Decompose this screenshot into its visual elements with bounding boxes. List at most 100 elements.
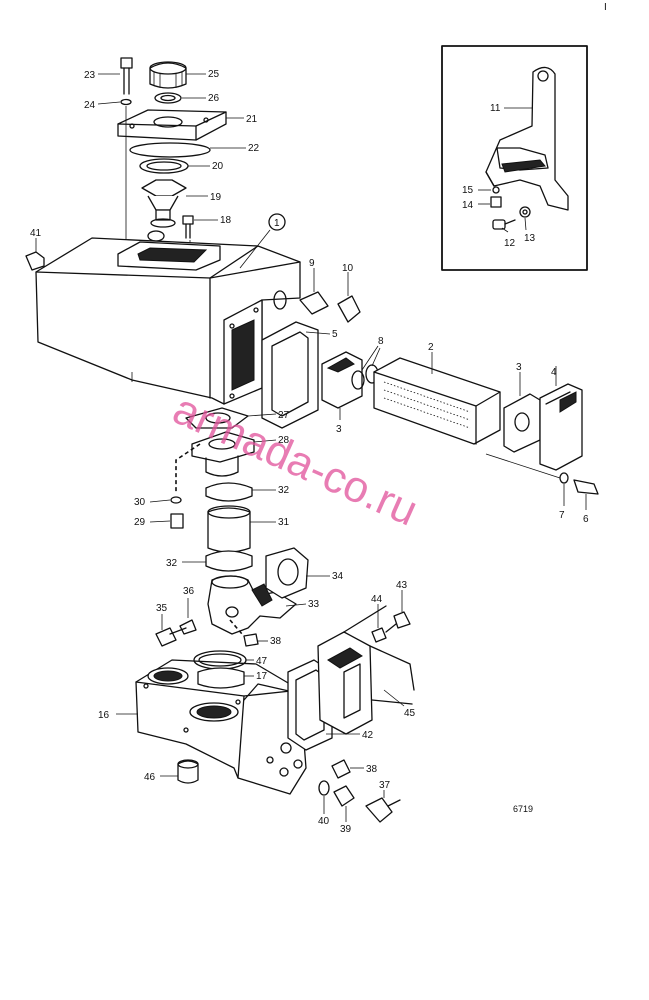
callout-9: 9 (309, 258, 315, 269)
flange-28 (191, 431, 255, 463)
plug-39 (333, 785, 355, 807)
callout-3b: 3 (516, 362, 522, 373)
callout-21: 21 (246, 114, 258, 125)
callout-35: 35 (156, 603, 168, 614)
callout-13: 13 (524, 233, 536, 244)
flange-45 (317, 631, 373, 735)
cooler-assembly: 9 10 5 3 8 2 3 (261, 258, 599, 525)
o-ring-22 (129, 142, 211, 158)
gasket-5 (261, 321, 319, 429)
callout-31: 31 (278, 517, 290, 528)
washer-15 (492, 186, 500, 194)
bolt-6 (573, 479, 599, 495)
callout-41: 41 (30, 228, 42, 239)
hose-31 (207, 507, 251, 553)
bolt-35 (155, 627, 177, 647)
plug-19b (147, 230, 165, 242)
callout-10: 10 (342, 263, 354, 274)
callout-4: 4 (551, 367, 557, 378)
callout-40: 40 (318, 816, 330, 827)
callout-17: 17 (256, 671, 268, 682)
washer-7 (559, 472, 569, 484)
callout-15: 15 (462, 185, 474, 196)
bolt-12 (492, 219, 506, 230)
gasket-34 (265, 547, 309, 599)
callout-43: 43 (396, 580, 408, 591)
clamp-32a (205, 482, 253, 502)
callout-24: 24 (84, 100, 96, 111)
callout-46: 46 (144, 772, 156, 783)
callout-32a: 32 (278, 485, 290, 496)
thermostat-19 (141, 179, 187, 197)
exhaust-elbow-block-16: 16 47 17 46 (98, 650, 307, 795)
washer-40 (318, 780, 330, 796)
callout-6: 6 (583, 514, 589, 525)
callout-38b: 38 (366, 764, 378, 775)
o-ring-8a (351, 370, 365, 390)
callout-37: 37 (379, 780, 391, 791)
callout-39: 39 (340, 824, 352, 835)
seal-26 (154, 92, 182, 104)
drain-parts: 38 40 39 37 (318, 759, 401, 835)
callout-44: 44 (371, 594, 383, 605)
bolt-23-head (120, 57, 133, 69)
callout-29: 29 (134, 517, 146, 528)
callout-27: 27 (278, 410, 290, 421)
nut-44 (371, 627, 387, 643)
callout-33: 33 (308, 599, 320, 610)
callout-18: 18 (220, 215, 232, 226)
washer-24 (120, 98, 132, 106)
end-plate-4 (539, 383, 583, 471)
drawing-number: 6719 (513, 804, 533, 814)
callout-25: 25 (208, 69, 220, 80)
callout-5: 5 (332, 329, 338, 340)
callout-20: 20 (212, 161, 224, 172)
callout-1: 1 (274, 218, 280, 229)
riser-flange-group: 42 45 44 43 (287, 580, 416, 751)
screw-38a (243, 633, 259, 647)
callout-32b: 32 (166, 558, 178, 569)
corner-mark: I (604, 2, 607, 13)
screw-18 (182, 215, 194, 225)
bolt-43 (393, 611, 411, 629)
callout-36: 36 (183, 586, 195, 597)
plug-41: 41 (25, 228, 45, 271)
pipe-stack: 27 28 32 30 29 31 32 33 (134, 407, 344, 647)
callout-3a: 3 (336, 424, 342, 435)
screw-38b (331, 759, 351, 779)
callout-12: 12 (504, 238, 516, 249)
end-cover-3b (503, 393, 541, 453)
callout-19: 19 (210, 192, 222, 203)
callout-23: 23 (84, 70, 96, 81)
callout-8: 8 (378, 336, 384, 347)
callout-47: 47 (256, 656, 268, 667)
screw-29 (170, 513, 184, 529)
callout-1-circle (268, 213, 286, 231)
washer-13 (519, 206, 531, 218)
callout-16: 16 (98, 710, 110, 721)
callout-38a: 38 (270, 636, 282, 647)
callout-14: 14 (462, 200, 474, 211)
nipple-9 (299, 291, 329, 315)
bushing-46 (177, 760, 199, 784)
callout-11: 11 (490, 103, 501, 114)
callout-45: 45 (404, 708, 416, 719)
callout-22: 22 (248, 143, 260, 154)
inset-frame (441, 45, 588, 271)
bolt-14 (490, 196, 502, 208)
drain-cock-37 (365, 797, 393, 823)
callout-30: 30 (134, 497, 146, 508)
callout-2: 2 (428, 342, 434, 353)
cap-25 (149, 62, 187, 89)
nipple-36 (179, 619, 197, 635)
plug-10 (337, 295, 361, 323)
sleeve-17 (197, 667, 245, 689)
cooler-insert-2 (373, 357, 501, 445)
callout-7: 7 (559, 510, 565, 521)
clamp-32b (205, 550, 253, 572)
callout-28: 28 (278, 435, 290, 446)
washer-30 (170, 496, 182, 504)
thermostat-stack: 23 24 25 26 21 22 20 19 18 (84, 57, 260, 252)
exhaust-manifold-housing-1: 1 (35, 213, 301, 405)
